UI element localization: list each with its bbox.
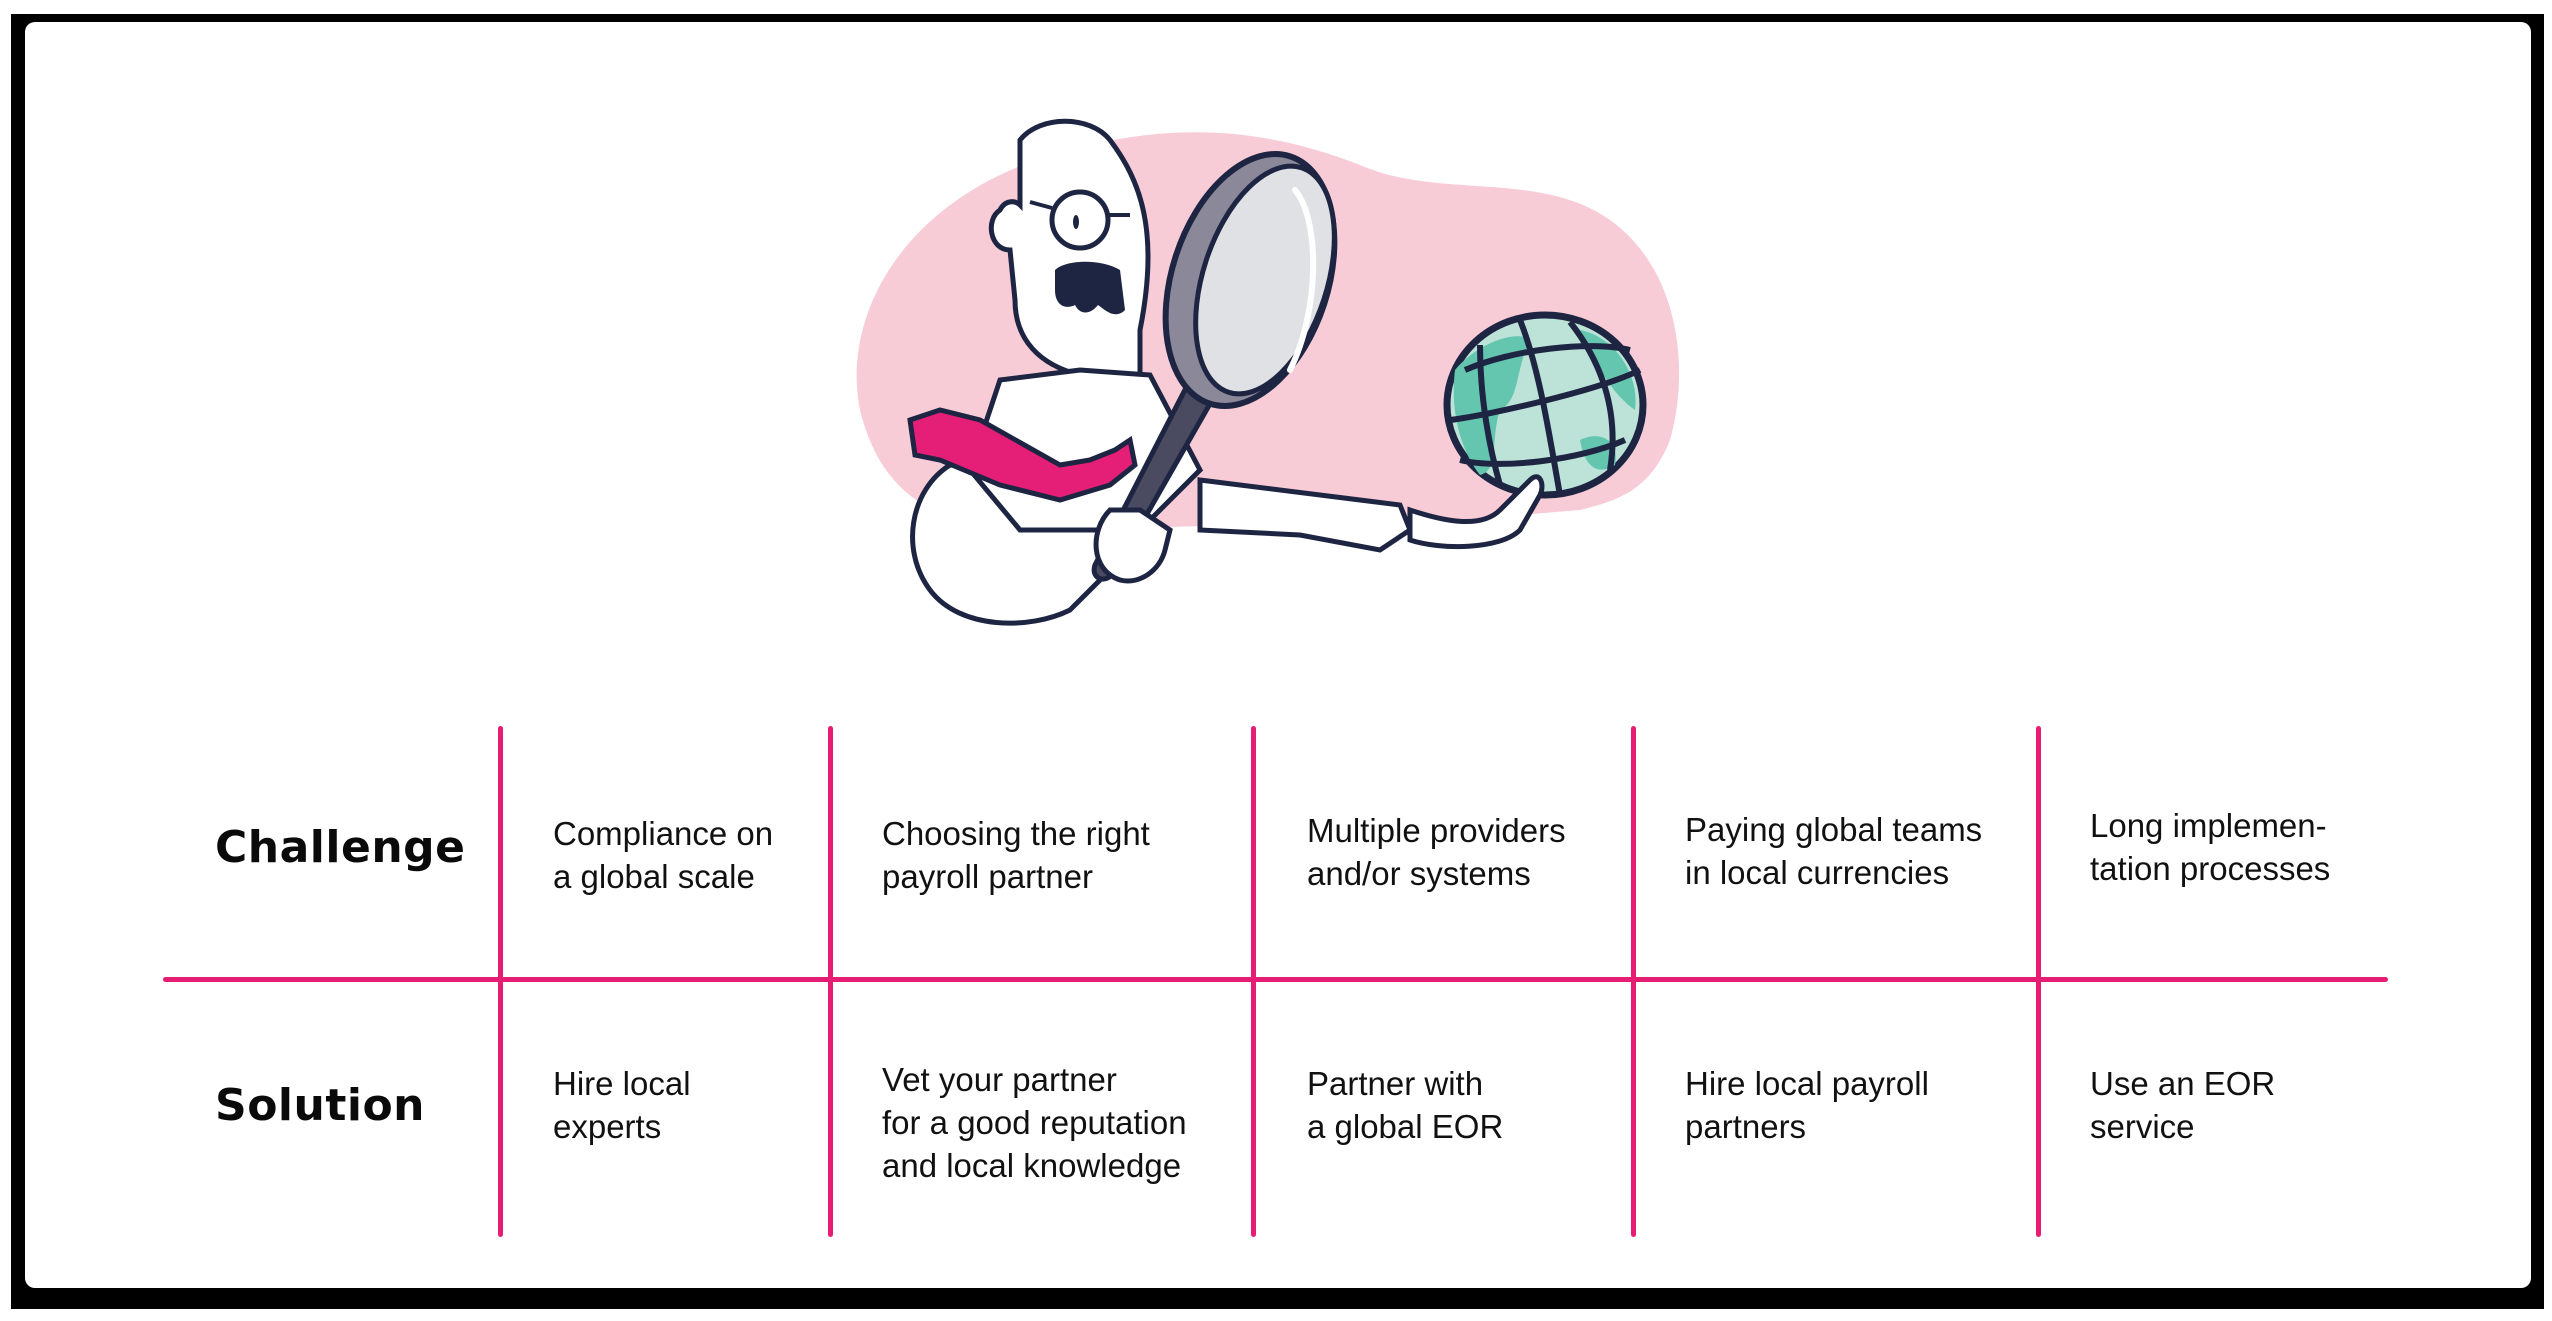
challenge-cell: Multiple providers and/or systems (1307, 812, 1566, 892)
solution-cell: Hire local payroll partners (1685, 1065, 1929, 1145)
challenge-cell: Paying global teams in local currencies (1685, 811, 1983, 891)
column-divider (1631, 726, 1636, 1237)
column-divider (1251, 726, 1256, 1237)
column-divider (828, 726, 833, 1237)
column-divider (498, 726, 503, 1237)
detective-globe-illustration (856, 118, 1680, 626)
challenge-cell: Choosing the right payroll partner (882, 815, 1150, 895)
mustache (1055, 261, 1125, 315)
right-hand (1407, 474, 1545, 549)
globe-icon (1443, 311, 1647, 499)
row-label-solution: Solution (215, 1080, 425, 1131)
glasses-icon (1049, 189, 1111, 251)
magnifier-lens (1193, 163, 1337, 397)
challenge-cell: Compliance on a global scale (553, 815, 774, 895)
tie (907, 407, 1138, 503)
left-hand (1093, 507, 1173, 584)
challenge-cell: Long implemen- tation processes (2090, 807, 2331, 887)
row-label-challenge: Challenge (215, 822, 466, 873)
solution-cell: Hire local experts (553, 1065, 691, 1145)
solution-cell: Use an EOR service (2090, 1065, 2276, 1145)
solution-cell: Vet your partner for a good reputation a… (882, 1061, 1187, 1184)
column-divider (2036, 726, 2041, 1237)
solution-cell: Partner with a global EOR (1307, 1065, 1504, 1145)
right-arm (1197, 477, 1414, 553)
row-divider (163, 977, 2388, 982)
